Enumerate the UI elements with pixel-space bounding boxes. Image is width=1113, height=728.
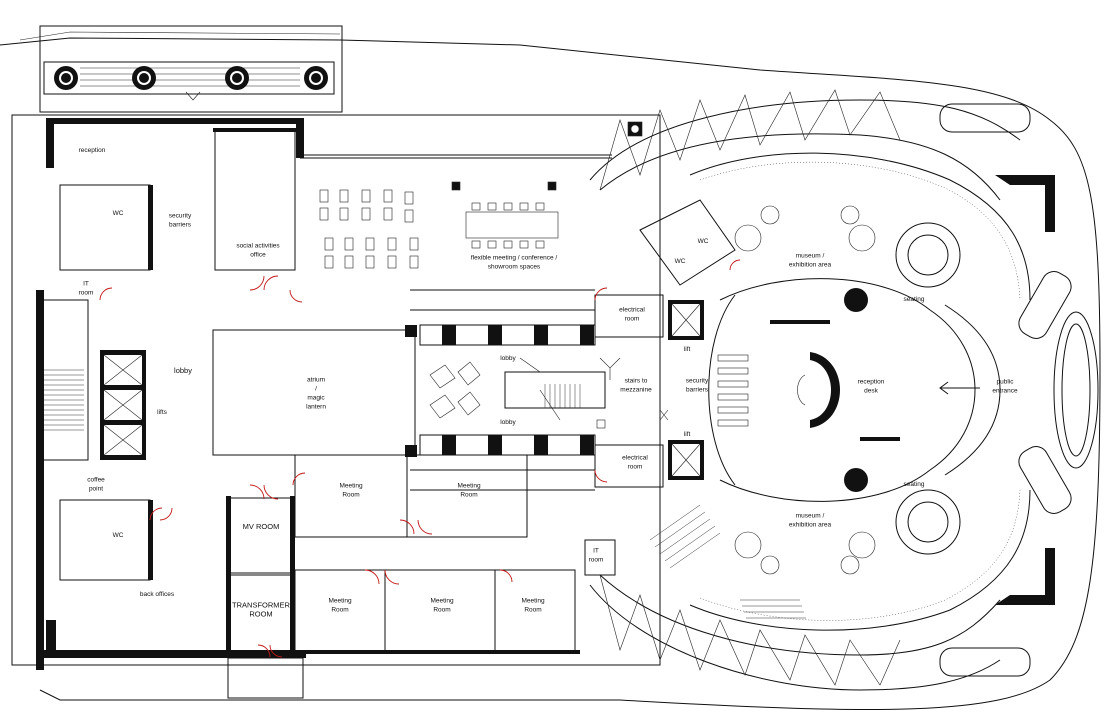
building-walls — [11, 114, 704, 699]
label-wc-3: WC — [698, 238, 709, 245]
top-planters — [43, 61, 335, 101]
label-lift-upper: lift — [684, 346, 691, 353]
furniture — [319, 121, 643, 419]
label-lobby-left: lobby — [174, 366, 192, 375]
label-wc-2: WC — [113, 532, 124, 539]
cars — [939, 103, 1099, 677]
label-museum-lower: museum /exhibition area — [789, 513, 832, 529]
doors — [99, 259, 741, 658]
label-seating-lower: seating — [904, 481, 925, 488]
label-lobby-upper: lobby — [500, 355, 516, 362]
label-lift-lower: lift — [684, 431, 691, 438]
label-reception: reception — [79, 147, 106, 154]
central-stairs — [504, 357, 669, 429]
site-outline — [0, 25, 1101, 711]
curved-wing — [589, 89, 1031, 691]
label-lobby-lower: lobby — [500, 419, 516, 426]
label-wc-1: WC — [113, 210, 124, 217]
label-museum-upper: museum /exhibition area — [789, 253, 832, 269]
label-wc-4: WC — [675, 258, 686, 265]
label-back-offices: back offices — [140, 591, 175, 598]
label-flexible-meeting: flexible meeting / conference /showroom … — [471, 255, 558, 271]
label-lifts: lifts — [157, 409, 168, 416]
label-mv-room: MV ROOM — [243, 522, 280, 531]
label-seating-upper: seating — [904, 296, 925, 303]
